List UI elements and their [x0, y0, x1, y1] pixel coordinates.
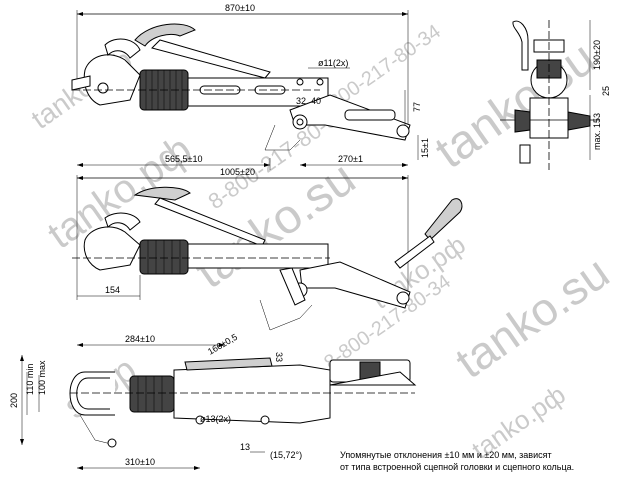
tolerance-note: Упомянутые отклонения ±10 мм и ±20 мм, з…: [340, 450, 574, 472]
plan-handle: [184, 357, 273, 371]
pivot: [396, 291, 410, 305]
dim-label: 154: [105, 285, 120, 295]
dim-label: 33: [274, 352, 284, 362]
arrow-head: [402, 12, 408, 16]
dim-label: 15±1: [420, 138, 430, 158]
damper-end: [329, 371, 417, 386]
bolt-hole: [260, 415, 270, 425]
dim-label: 270±1: [338, 154, 363, 164]
dim-label: 13: [240, 442, 250, 452]
coupling-cover: [104, 38, 141, 59]
end-bracket: [567, 111, 591, 131]
bolt-hole: [296, 78, 304, 86]
safety-ring: [107, 438, 117, 448]
raised-handle: [424, 198, 463, 241]
end-foot: [519, 144, 531, 164]
brake-cable: [264, 124, 301, 151]
dim-label: ø13(2x): [200, 414, 231, 424]
dim-label: 190±20: [592, 40, 602, 70]
coupling-cover: [104, 212, 141, 231]
handle-grip: [134, 23, 196, 47]
raised-lever: [394, 235, 435, 269]
coupling-head: [83, 226, 141, 271]
dim-label: 310±10: [125, 457, 155, 467]
coupling-pin: [97, 82, 109, 94]
brake-lever: [299, 261, 411, 309]
lever-slot: [344, 109, 396, 121]
pivot: [396, 124, 410, 138]
front-support: [71, 75, 91, 91]
dim-label: 32: [296, 96, 306, 106]
bolt-hole: [316, 78, 324, 86]
bellows: [139, 239, 189, 275]
dim-label: max. 153: [592, 113, 602, 150]
watermark-text: tanko.su: [446, 246, 618, 388]
dim-label: 25: [601, 86, 611, 96]
end-view: 190±20 max. 153 25: [500, 20, 611, 170]
arrow-head: [77, 12, 83, 16]
dim-label: 565,5±10: [165, 154, 202, 164]
dim-label: 77: [412, 102, 422, 112]
handle-grip: [133, 186, 191, 201]
dim-label: 284±10: [125, 334, 155, 344]
plan-view: 284±10 166±0,5 33 200 110 min 100 max: [9, 332, 417, 470]
dim-label: ø11(2x): [318, 58, 348, 68]
bellows: [129, 375, 175, 413]
drawbar-tube: [187, 243, 329, 269]
watermark-text: tanko.su: [426, 32, 605, 179]
dim-label: 110 min: [25, 364, 35, 395]
brake-cable: [259, 299, 313, 331]
note-line: от типа встроенной сцепной головки и сце…: [340, 462, 574, 472]
bolt-hole: [195, 415, 205, 425]
dim-label: 166±0,5: [206, 332, 239, 357]
towing-eye-inner: [76, 377, 110, 410]
plan-housing: [173, 364, 331, 424]
pivot-center: [296, 118, 304, 126]
dim-label: (15,72°): [270, 450, 302, 460]
top-side-view: 870±10: [71, 3, 430, 170]
lock-lever: [279, 267, 306, 306]
end-bracket: [514, 109, 531, 133]
dim-label: 100 max: [37, 360, 47, 395]
note-line: Упомянутые отклонения ±10 мм и ±20 мм, з…: [340, 450, 552, 460]
end-handle: [512, 20, 529, 71]
dim-label: 200: [9, 393, 19, 408]
dim-label: 1005±20: [220, 167, 255, 177]
dim-label: 40: [311, 96, 321, 106]
middle-side-view: 1005±20 154: [72, 167, 463, 331]
dim-label: 870±10: [225, 3, 255, 13]
